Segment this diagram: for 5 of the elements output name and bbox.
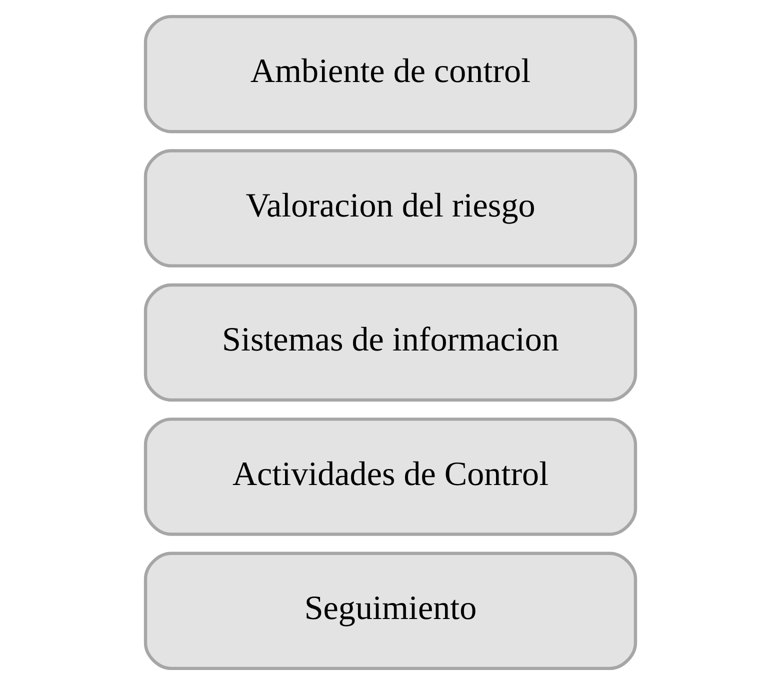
- node-box: Sistemas de informacion: [143, 283, 637, 402]
- node-box: Valoracion del riesgo: [143, 149, 637, 268]
- node-box: Seguimiento: [143, 552, 637, 670]
- node-box: Actividades de Control: [143, 418, 637, 536]
- node-box: Ambiente de control: [143, 14, 637, 134]
